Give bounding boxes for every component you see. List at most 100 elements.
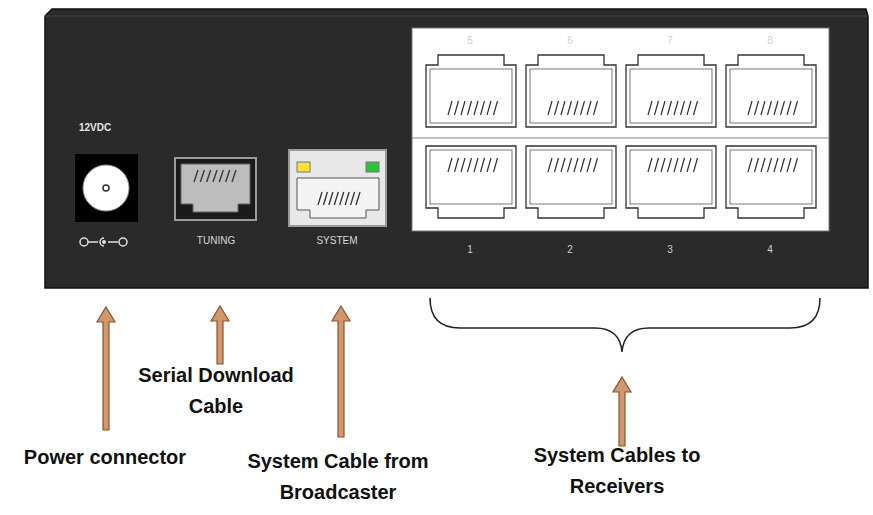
contact-pin <box>694 101 698 115</box>
rj45-socket <box>626 146 716 218</box>
contact-pin <box>681 101 685 115</box>
contact-pin <box>768 158 772 172</box>
rj45-socket <box>726 55 816 127</box>
power-socket <box>83 165 129 211</box>
rj45-socket <box>426 146 516 218</box>
rj45-inner <box>730 69 812 123</box>
contact-pin <box>748 101 752 115</box>
contact-pin <box>761 158 765 172</box>
arrow-power <box>97 307 115 430</box>
rj45-inner <box>630 69 712 123</box>
contact-pin <box>468 158 472 172</box>
green-led <box>366 162 379 172</box>
port-number: 3 <box>660 244 680 256</box>
contact-pin <box>781 158 785 172</box>
contact-pin <box>774 158 778 172</box>
arrow-tuning <box>211 306 229 364</box>
contact-pin <box>568 158 572 172</box>
contact-pin <box>226 170 230 182</box>
contact-pin <box>587 158 591 172</box>
contact-pin <box>494 158 498 172</box>
rj45-port <box>626 55 716 127</box>
rj45-port <box>726 55 816 127</box>
contact-pin <box>587 101 591 115</box>
port-label: SYSTEM <box>302 235 372 247</box>
contact-pin <box>468 101 472 115</box>
contact-pin <box>794 158 798 172</box>
contact-pin <box>455 101 459 115</box>
power-jack <box>75 154 138 222</box>
contact-pin <box>648 158 652 172</box>
contact-pin <box>334 192 338 205</box>
callout-label: Power connector <box>5 442 205 473</box>
contact-pin <box>568 101 572 115</box>
rj45-inner <box>430 150 512 204</box>
rj45-inner <box>630 150 712 204</box>
port-number: 6 <box>560 35 580 47</box>
contact-pin <box>574 101 578 115</box>
contact-pin <box>687 101 691 115</box>
contact-pin <box>668 158 672 172</box>
contact-pin <box>774 101 778 115</box>
rj45-inner <box>430 69 512 123</box>
contact-pin <box>581 158 585 172</box>
contact-pin <box>555 158 559 172</box>
contact-pin <box>494 101 498 115</box>
device-housing <box>45 9 868 288</box>
contact-pin <box>461 158 465 172</box>
receiver-brace <box>430 298 820 352</box>
port-number: 7 <box>660 35 680 47</box>
contact-pin <box>768 101 772 115</box>
contact-pin <box>668 101 672 115</box>
rj45-socket <box>426 55 516 127</box>
contact-pin <box>694 158 698 172</box>
rj45-inner <box>530 150 612 204</box>
contact-pin <box>761 101 765 115</box>
contact-pin <box>574 158 578 172</box>
contact-pin <box>481 101 485 115</box>
contact-pin <box>194 170 198 182</box>
port-label: TUNING <box>181 235 251 247</box>
rj45-inner <box>530 69 612 123</box>
polarity-symbol <box>80 238 127 246</box>
contact-pin <box>594 158 598 172</box>
contact-pin <box>687 158 691 172</box>
rj45-port <box>426 55 516 127</box>
contact-pin <box>655 158 659 172</box>
voltage-label: 12VDC <box>65 122 125 134</box>
power-pin <box>103 185 109 191</box>
contact-pin <box>356 192 360 205</box>
contact-pin <box>594 101 598 115</box>
system-socket <box>297 178 379 218</box>
receiver-port-block <box>412 28 829 231</box>
contact-pin <box>787 158 791 172</box>
contact-pin <box>340 192 344 205</box>
callout-label: Serial Download Cable <box>116 360 316 422</box>
port-number: 2 <box>560 244 580 256</box>
contact-pin <box>232 170 236 182</box>
contact-pin <box>474 158 478 172</box>
contact-pin <box>213 170 217 182</box>
rj45-inner <box>730 150 812 204</box>
contact-pin <box>487 101 491 115</box>
contact-pin <box>487 158 491 172</box>
contact-pin <box>448 101 452 115</box>
port-number: 1 <box>460 244 480 256</box>
contact-pin <box>461 101 465 115</box>
rj45-socket <box>626 55 716 127</box>
rj45-socket <box>526 55 616 127</box>
contact-pin <box>648 101 652 115</box>
contact-pin <box>755 101 759 115</box>
rj45-port <box>726 146 816 218</box>
tuning-socket <box>181 164 250 212</box>
arrow-system <box>332 306 350 437</box>
contact-pin <box>481 158 485 172</box>
rj45-port <box>626 146 716 218</box>
contact-pin <box>674 158 678 172</box>
rj45-socket <box>726 146 816 218</box>
callout-arrows <box>97 306 631 446</box>
port-number: 4 <box>760 244 780 256</box>
callout-label: System Cable from Broadcaster <box>238 446 438 508</box>
contact-pin <box>207 170 211 182</box>
port-number: 8 <box>760 35 780 47</box>
